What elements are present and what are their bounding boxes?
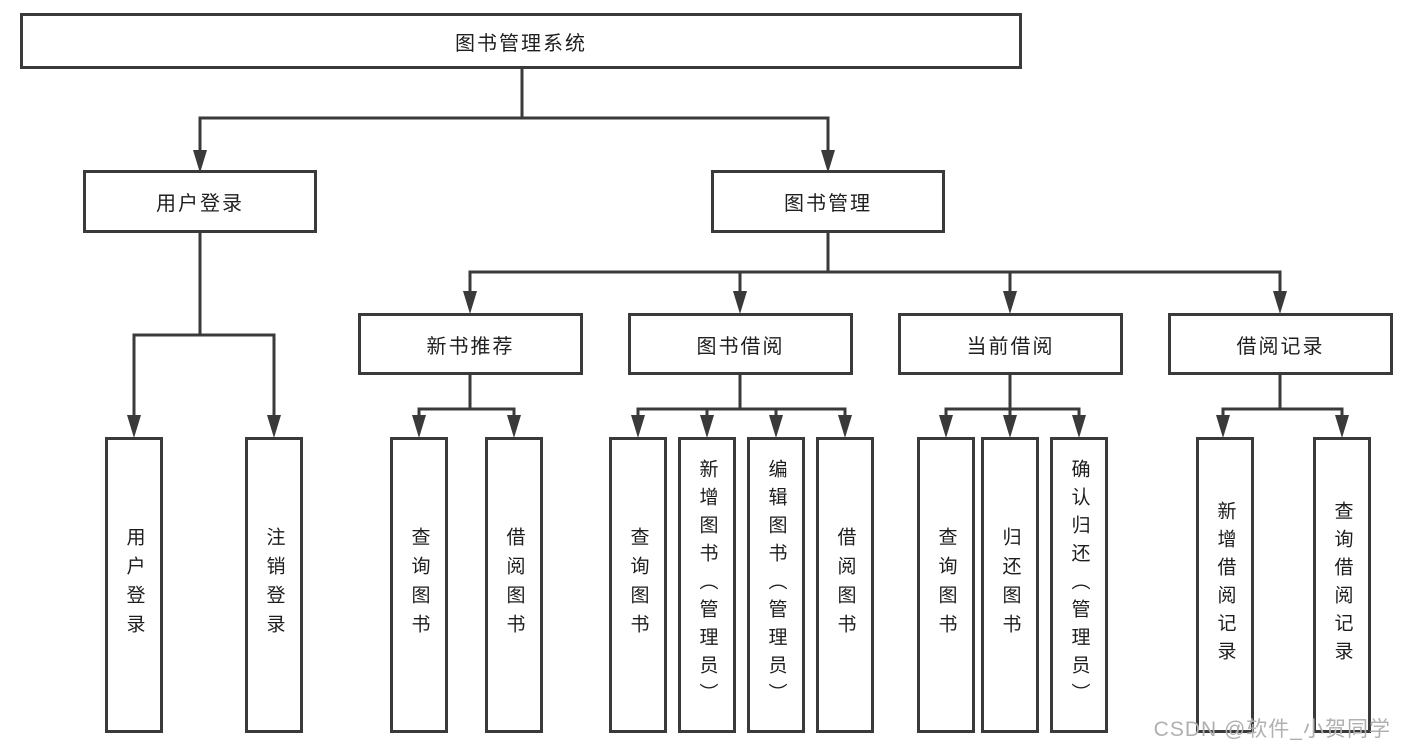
node-borrowing-records: 借阅记录 [1168, 313, 1393, 375]
leaf-user-login: 用户登录 [105, 437, 163, 733]
arrowheads [127, 150, 1349, 438]
node-label: 查询图书 [627, 527, 649, 643]
node-label: 图书管理系统 [455, 32, 587, 55]
node-label: 查询图书 [408, 527, 430, 643]
leaf-return-books: 归还图书 [981, 437, 1039, 733]
leaf-query-books-current: 查询图书 [917, 437, 975, 733]
leaf-query-books-borrow: 查询图书 [609, 437, 667, 733]
node-label: 用户登录 [123, 527, 145, 643]
node-label: 当前借阅 [966, 335, 1055, 358]
node-label: 归还图书 [999, 527, 1021, 643]
node-book-management-module: 图书管理 [711, 170, 945, 233]
node-book-borrowing: 图书借阅 [628, 313, 853, 375]
csdn-watermark: CSDN @软件_小贺同学 [1153, 718, 1391, 741]
node-label: 新增借阅记录 [1214, 501, 1236, 669]
leaf-borrow-books: 借阅图书 [816, 437, 874, 733]
node-label: 新增图书（管理员） [696, 459, 718, 711]
leaf-add-books-admin: 新增图书（管理员） [678, 437, 736, 733]
node-label: 注销登录 [263, 527, 285, 643]
node-label: 查询图书 [935, 527, 957, 643]
leaf-logout: 注销登录 [245, 437, 303, 733]
node-label: 借阅记录 [1236, 335, 1325, 358]
node-label: 图书管理 [784, 193, 872, 215]
node-new-book-recommendation: 新书推荐 [358, 313, 583, 375]
tree-edges [132, 68, 1344, 417]
leaf-query-borrow-record: 查询借阅记录 [1313, 437, 1371, 733]
node-label: 确认归还（管理员） [1068, 459, 1090, 711]
node-label: 图书借阅 [696, 335, 785, 358]
node-label: 用户登录 [156, 193, 244, 215]
node-user-login-module: 用户登录 [83, 170, 317, 233]
leaf-edit-books-admin: 编辑图书（管理员） [747, 437, 805, 733]
leaf-borrow-books-recommend: 借阅图书 [485, 437, 543, 733]
node-root-system: 图书管理系统 [20, 13, 1022, 69]
node-label: 编辑图书（管理员） [765, 459, 787, 711]
node-label: 借阅图书 [834, 527, 856, 643]
leaf-add-borrow-record: 新增借阅记录 [1196, 437, 1254, 733]
leaf-query-books-recommend: 查询图书 [390, 437, 448, 733]
node-current-borrowing: 当前借阅 [898, 313, 1123, 375]
leaf-confirm-return-admin: 确认归还（管理员） [1050, 437, 1108, 733]
node-label: 查询借阅记录 [1331, 501, 1353, 669]
node-label: 借阅图书 [503, 527, 525, 643]
node-label: 新书推荐 [426, 335, 515, 358]
